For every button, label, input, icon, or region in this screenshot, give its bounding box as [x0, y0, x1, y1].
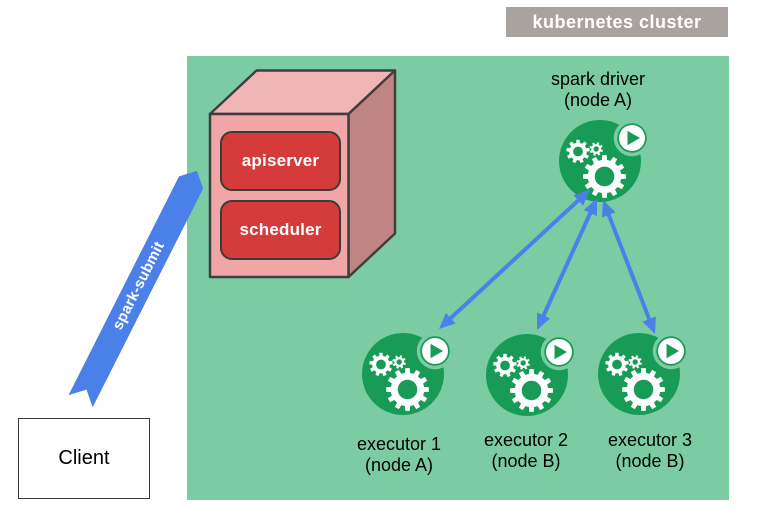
driver-executor-arrow-3-head-a	[602, 200, 616, 218]
gear-small-icon	[392, 355, 406, 369]
executor-3-icon	[598, 332, 690, 415]
gear-small-icon	[516, 356, 530, 370]
executor-1-label: executor 1 (node A)	[329, 434, 469, 476]
client-box: Client	[18, 418, 150, 499]
executor-1-node: (node A)	[364, 455, 434, 475]
kubernetes-cluster-label: kubernetes cluster	[506, 7, 728, 37]
spark-driver-icon	[559, 119, 651, 202]
gear-large-icon	[386, 368, 429, 411]
driver-executor-arrow-3	[606, 212, 652, 322]
gear-medium-icon	[566, 139, 590, 164]
driver-executor-arrow-1-head-b	[439, 312, 456, 329]
executor-1-icon	[362, 332, 454, 415]
driver-executor-arrow-2-head-b	[537, 312, 551, 330]
client-label: Client	[58, 447, 110, 469]
apiserver-box: apiserver	[220, 131, 341, 191]
gear-small-icon	[628, 355, 642, 369]
executor-3-label: executor 3 (node B)	[580, 430, 720, 472]
executor-1-name: executor 1	[356, 434, 442, 454]
play-icon	[554, 344, 567, 360]
gear-large-icon	[622, 368, 665, 411]
driver-executor-arrow-2	[540, 210, 594, 319]
spark-driver-name: spark driver	[550, 69, 646, 89]
driver-executor-arrow-1-head-a	[573, 189, 590, 206]
scheduler-label: scheduler	[239, 220, 322, 239]
executor-3-node: (node B)	[615, 451, 685, 471]
play-icon	[627, 130, 640, 146]
spark-driver-label: spark driver (node A)	[508, 69, 688, 111]
driver-executor-arrow-2-head-a	[583, 198, 597, 216]
executor-2-label: executor 2 (node B)	[456, 430, 596, 472]
gear-medium-icon	[369, 352, 393, 377]
play-icon	[430, 343, 443, 359]
gear-medium-icon	[493, 353, 517, 378]
gear-large-icon	[583, 155, 626, 198]
play-icon	[666, 343, 679, 359]
gear-large-icon	[510, 369, 553, 412]
executor-3-name: executor 3	[607, 430, 693, 450]
gear-medium-icon	[605, 352, 629, 377]
executor-2-icon	[486, 333, 578, 416]
spark-driver-node: (node A)	[563, 90, 633, 110]
spark-submit-arrow	[68, 170, 204, 408]
apiserver-label: apiserver	[241, 151, 320, 170]
executor-2-node: (node B)	[491, 451, 561, 471]
executor-2-name: executor 2	[483, 430, 569, 450]
driver-executor-arrow-3-head-b	[642, 316, 656, 334]
gear-small-icon	[589, 142, 603, 156]
scheduler-box: scheduler	[220, 200, 341, 260]
driver-executor-arrow-1	[447, 197, 582, 321]
